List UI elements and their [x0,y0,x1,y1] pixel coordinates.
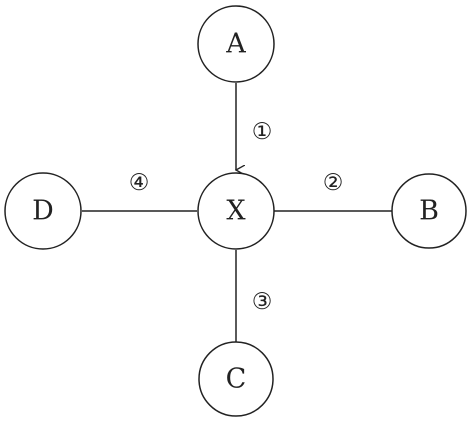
node-x-circle [197,172,275,250]
node-x-label: X [226,196,246,227]
node-d-label: D [32,196,54,227]
node-a-label: A [225,29,246,60]
node-c: C [198,341,274,417]
node-b-label: B [419,196,439,227]
node-a: A [197,5,275,83]
node-b: B [391,173,467,249]
node-d-circle [4,172,82,250]
node-d: D [4,172,82,250]
edge-label-x-c: ③ [252,289,273,315]
node-c-label: C [226,364,247,395]
node-a-circle [197,5,275,83]
node-b-circle [391,173,467,249]
node-c-circle [198,341,274,417]
edge-label-d-x: ④ [129,170,150,196]
node-x: X [197,172,275,250]
edge-label-a-x: ① [252,119,273,145]
edge-label-x-b: ② [323,170,344,196]
